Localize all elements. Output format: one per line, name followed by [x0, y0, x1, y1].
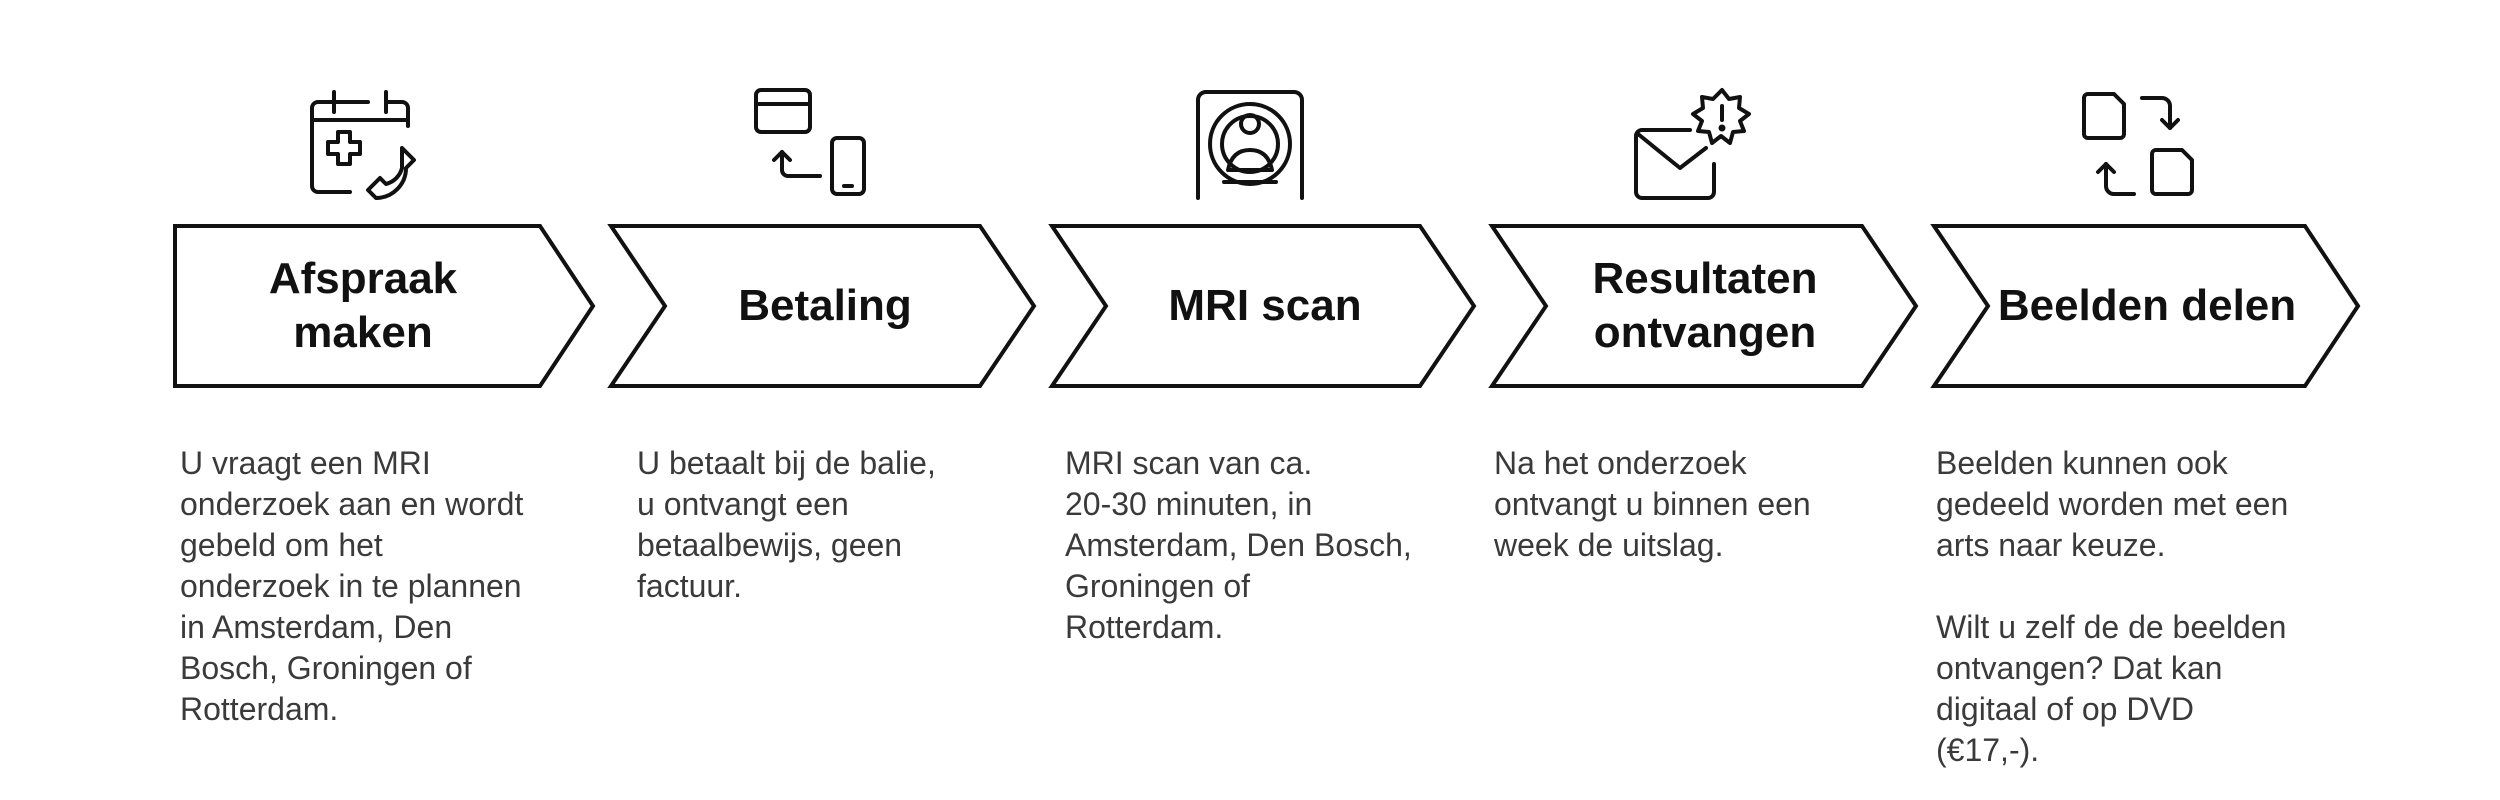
step-2-description: U betaalt bij de balie, u ontvangt een b…: [637, 445, 936, 604]
step-4-description: Na het onderzoek ontvangt u binnen een w…: [1494, 445, 1811, 563]
step-4-chevron: [1488, 224, 1919, 388]
step-3-description: MRI scan van ca. 20-30 minuten, in Amste…: [1065, 445, 1412, 645]
step-5-title: Beelden delen: [1997, 281, 2297, 330]
step-1-title: Afspraak maken: [268, 254, 458, 357]
mri-scanner-icon: [1190, 86, 1310, 202]
step-3-chevron: [1048, 224, 1477, 388]
step-1-chevron: [173, 224, 596, 388]
step-3-title: MRI scan: [1168, 281, 1362, 330]
envelope-alert-icon: [1630, 86, 1754, 202]
step-4-title: Resultaten ontvangen: [1592, 254, 1818, 357]
step-1-description: U vraagt een MRI onderzoek aan en wordt …: [180, 445, 524, 727]
step-2-chevron: [607, 224, 1037, 388]
step-5-description: Beelden kunnen ook gedeeld worden met ee…: [1936, 445, 2289, 768]
step-2-title: Betaling: [738, 281, 912, 330]
step-5-chevron: [1930, 224, 2361, 388]
card-phone-exchange-icon: [752, 86, 872, 198]
file-share-icon: [2080, 86, 2200, 202]
calendar-medical-phone-icon: [306, 90, 426, 200]
